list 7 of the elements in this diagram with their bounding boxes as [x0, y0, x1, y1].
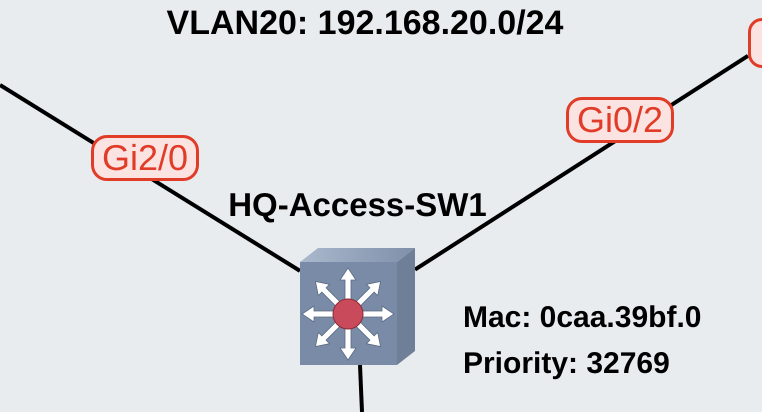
link-line [358, 364, 364, 412]
port-label: Gi2/0 [91, 135, 200, 181]
device-info: Priority: 32769 [463, 346, 670, 382]
device-name: HQ-Access-SW1 [227, 186, 488, 224]
port-label: Gi0/2 [566, 97, 674, 143]
device-info: Mac: 0caa.39bf.0 [463, 300, 702, 336]
diagram-title: VLAN20: 192.168.20.0/24 [166, 4, 564, 43]
